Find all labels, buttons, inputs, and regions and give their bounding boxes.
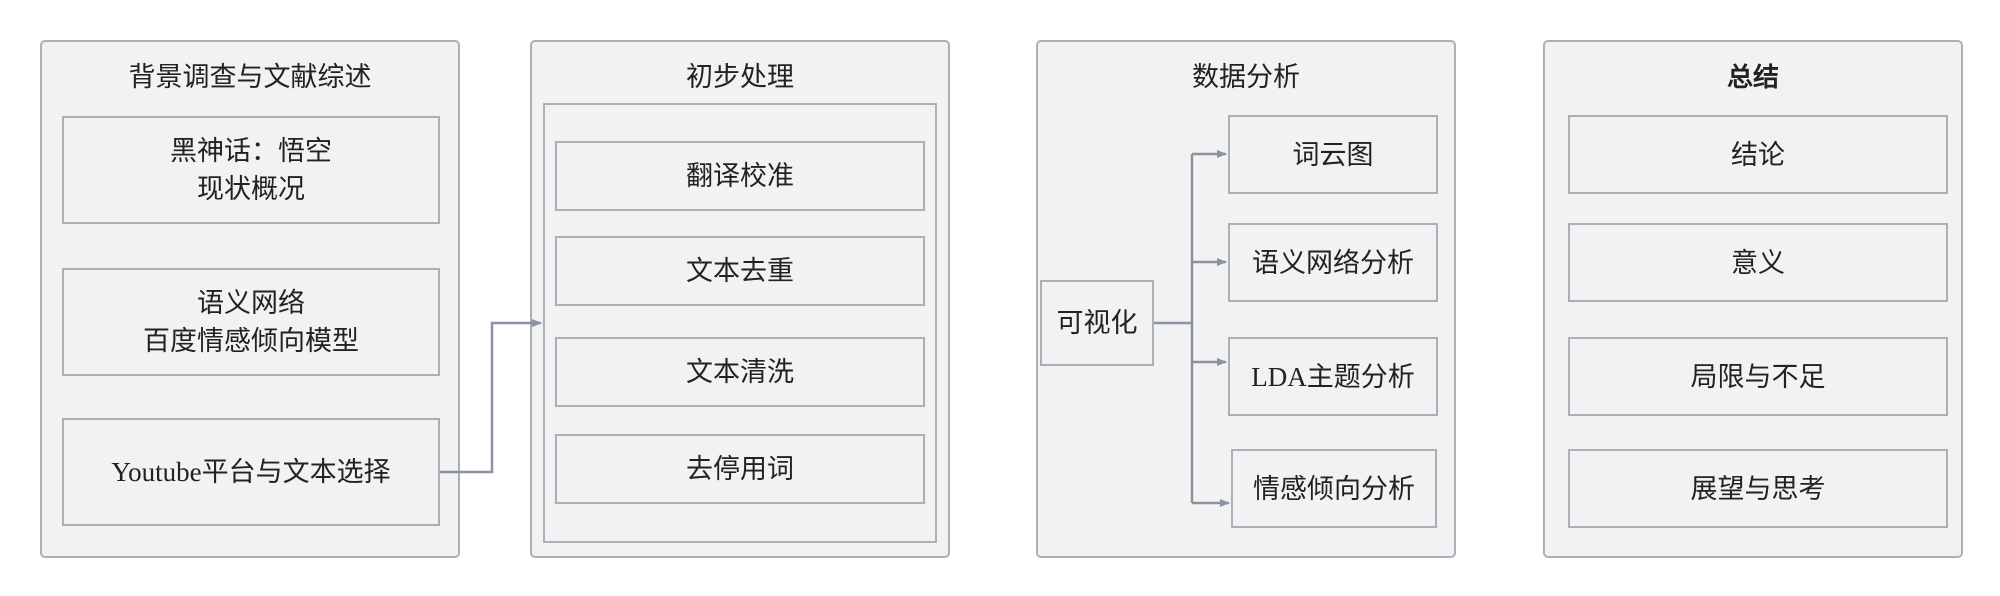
box-label: 情感倾向分析 <box>1253 473 1415 504</box>
box-stopword-removal[interactable]: 去停用词 <box>555 434 925 504</box>
box-label-line2: 百度情感倾向模型 <box>143 326 359 356</box>
panel-title-analysis: 数据分析 <box>1192 62 1300 92</box>
box-youtube-text-selection[interactable]: Youtube平台与文本选择 <box>62 418 440 526</box>
panel-title-background: 背景调查与文献综述 <box>128 62 372 92</box>
box-label: 局限与不足 <box>1690 361 1826 392</box>
box-label: 意义 <box>1731 247 1785 278</box>
box-word-cloud[interactable]: 词云图 <box>1228 115 1438 194</box>
box-translation-calibration[interactable]: 翻译校准 <box>555 141 925 211</box>
box-conclusion[interactable]: 结论 <box>1568 115 1948 194</box>
box-text-deduplication[interactable]: 文本去重 <box>555 236 925 306</box>
box-outlook[interactable]: 展望与思考 <box>1568 449 1948 528</box>
box-limitations[interactable]: 局限与不足 <box>1568 337 1948 416</box>
box-label-line2: 现状概况 <box>197 174 305 204</box>
box-lda-topic-analysis[interactable]: LDA主题分析 <box>1228 337 1438 416</box>
box-label: 翻译校准 <box>686 161 794 191</box>
box-label: Youtube平台与文本选择 <box>111 457 391 487</box>
box-label: 文本清洗 <box>686 357 794 387</box>
box-label: 结论 <box>1731 139 1785 170</box>
box-label: LDA主题分析 <box>1251 361 1415 392</box>
box-semantic-network-model[interactable]: 语义网络 百度情感倾向模型 <box>62 268 440 376</box>
box-label: 文本去重 <box>686 256 794 286</box>
box-label: 去停用词 <box>686 454 794 484</box>
box-label: 展望与思考 <box>1690 473 1826 504</box>
box-semantic-network-analysis[interactable]: 语义网络分析 <box>1228 223 1438 302</box>
box-visualization[interactable]: 可视化 <box>1040 280 1154 366</box>
box-sentiment-analysis[interactable]: 情感倾向分析 <box>1231 449 1437 528</box>
box-text-cleaning[interactable]: 文本清洗 <box>555 337 925 407</box>
panel-title-summary: 总结 <box>1726 62 1779 92</box>
box-significance[interactable]: 意义 <box>1568 223 1948 302</box>
box-black-myth-status[interactable]: 黑神话：悟空 现状概况 <box>62 116 440 224</box>
box-label: 可视化 <box>1056 308 1138 338</box>
box-label-line1: 黑神话：悟空 <box>170 136 332 166</box>
box-label-line1: 语义网络 <box>197 288 305 318</box>
box-label: 语义网络分析 <box>1252 247 1414 278</box>
box-label: 词云图 <box>1292 139 1374 170</box>
panel-title-preprocess: 初步处理 <box>686 62 794 92</box>
